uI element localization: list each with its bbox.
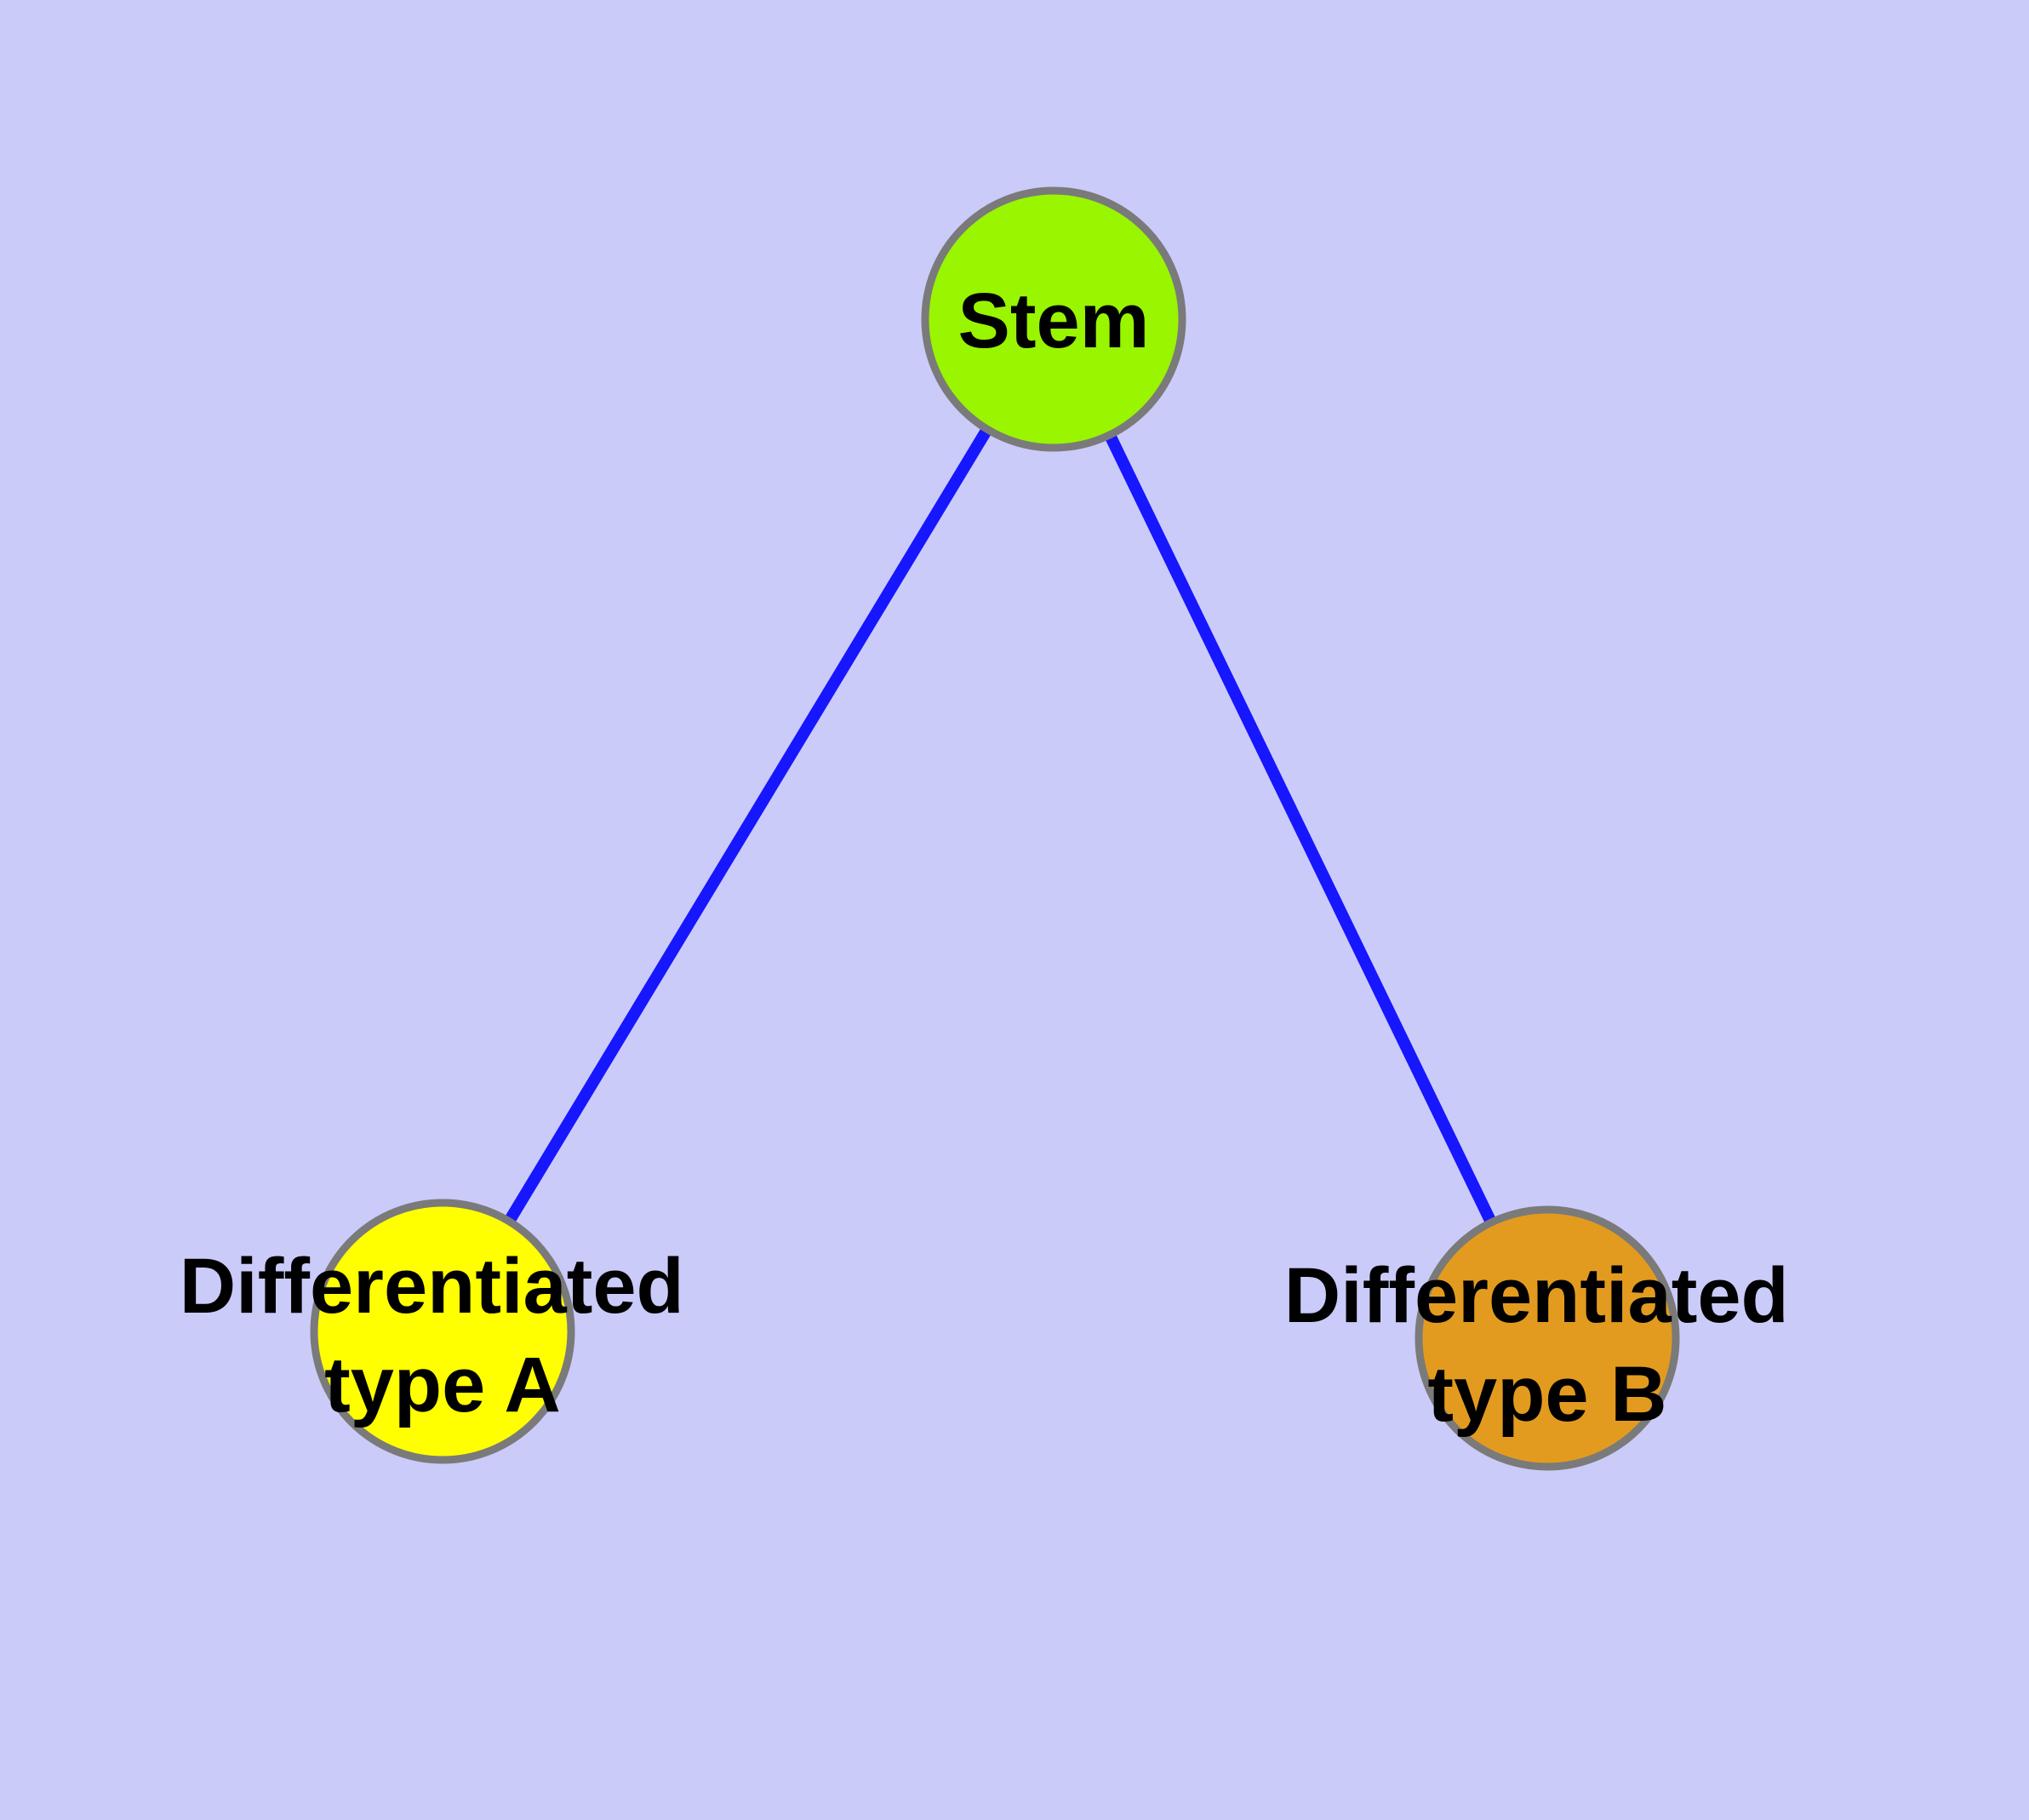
- node-stem-label: Stem: [958, 278, 1150, 364]
- node-differentiated-b: Differentiated type B: [1284, 1205, 1811, 1471]
- node-differentiated-b-circle: [1415, 1205, 1680, 1471]
- node-stem-circle: [921, 186, 1186, 452]
- node-stem: Stem: [921, 186, 1186, 452]
- node-differentiated-a: Differentiated type A: [180, 1199, 706, 1464]
- edge-stem-to-differentiated-a: [437, 316, 1059, 1335]
- node-differentiated-a-label: Differentiated type A: [180, 1243, 706, 1428]
- node-label-line: Differentiated: [1284, 1252, 1789, 1339]
- node-label-line: Stem: [958, 278, 1150, 364]
- edge-stem-to-differentiated-b: [1048, 316, 1553, 1342]
- node-differentiated-b-label: Differentiated type B: [1284, 1252, 1811, 1438]
- node-differentiated-a-circle: [310, 1199, 575, 1464]
- node-label-line: type A: [324, 1342, 561, 1428]
- node-label-line: type B: [1427, 1351, 1666, 1438]
- node-label-line: Differentiated: [180, 1243, 684, 1330]
